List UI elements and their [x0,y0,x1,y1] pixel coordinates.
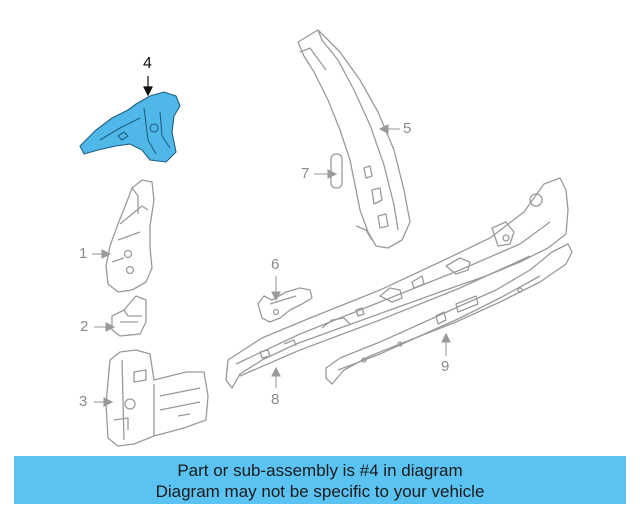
callout-1[interactable]: 1 [79,245,88,262]
callout-8[interactable]: 8 [271,391,280,408]
parts-diagram [79,29,573,447]
banner-line-1: Part or sub-assembly is #4 in diagram [177,461,463,480]
info-banner: Part or sub-assembly is #4 in diagram Di… [14,456,626,504]
part-4-drawing[interactable] [79,91,181,163]
part-8-drawing[interactable] [225,177,569,389]
part-5-drawing[interactable] [297,29,411,249]
part-1-drawing[interactable] [105,179,155,293]
callout-7[interactable]: 7 [301,165,310,182]
part-3-drawing[interactable] [105,349,209,447]
part-6-drawing[interactable] [257,287,313,323]
callout-3[interactable]: 3 [79,393,88,410]
banner-line-2: Diagram may not be specific to your vehi… [155,482,485,501]
callout-6[interactable]: 6 [271,256,280,273]
part-9-drawing[interactable] [325,243,573,385]
callout-4[interactable]: 4 [143,55,152,72]
part-2-drawing[interactable] [111,295,147,337]
part-7-drawing[interactable] [330,153,343,189]
callout-2[interactable]: 2 [80,318,89,335]
callout-5[interactable]: 5 [403,120,412,137]
callout-9[interactable]: 9 [441,358,450,375]
